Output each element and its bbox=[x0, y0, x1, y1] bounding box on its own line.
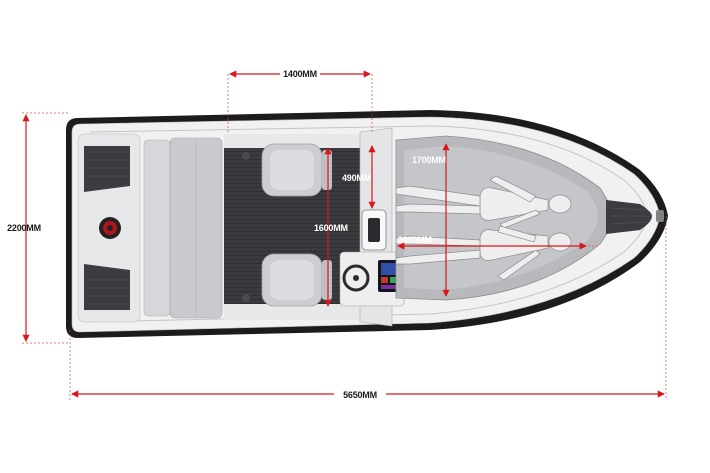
passenger-seat bbox=[261, 143, 332, 197]
stern-section bbox=[77, 133, 223, 323]
label-seat-gap: 490MM bbox=[342, 173, 371, 183]
stern-pad-top bbox=[84, 146, 130, 192]
helm-seat bbox=[261, 253, 332, 307]
consoles bbox=[339, 127, 405, 327]
bow-cleat-icon bbox=[656, 210, 664, 222]
stern-pad-bottom bbox=[84, 264, 130, 310]
label-sunbed-width: 1700MM bbox=[412, 155, 446, 165]
rear-bench-backrest bbox=[143, 139, 171, 317]
label-deck-width: 1600MM bbox=[314, 223, 348, 233]
starboard-side-panel bbox=[224, 304, 364, 320]
figure-top bbox=[395, 175, 572, 229]
dimension-labels: 1400MM 2200MM 5650MM 490MM 1600MM 1700MM… bbox=[7, 67, 446, 401]
cup-holder-icon bbox=[242, 294, 250, 302]
label-sunbed-length: 2000MM bbox=[398, 235, 432, 245]
helm-console bbox=[339, 251, 405, 307]
cup-holder-icon bbox=[242, 152, 250, 160]
steering-wheel-icon bbox=[342, 264, 370, 292]
label-length: 5650MM bbox=[343, 390, 377, 400]
label-cockpit-width: 1400MM bbox=[283, 69, 317, 79]
label-beam: 2200MM bbox=[7, 223, 41, 233]
port-side-panel bbox=[224, 134, 364, 148]
reclining-figures bbox=[395, 175, 572, 281]
